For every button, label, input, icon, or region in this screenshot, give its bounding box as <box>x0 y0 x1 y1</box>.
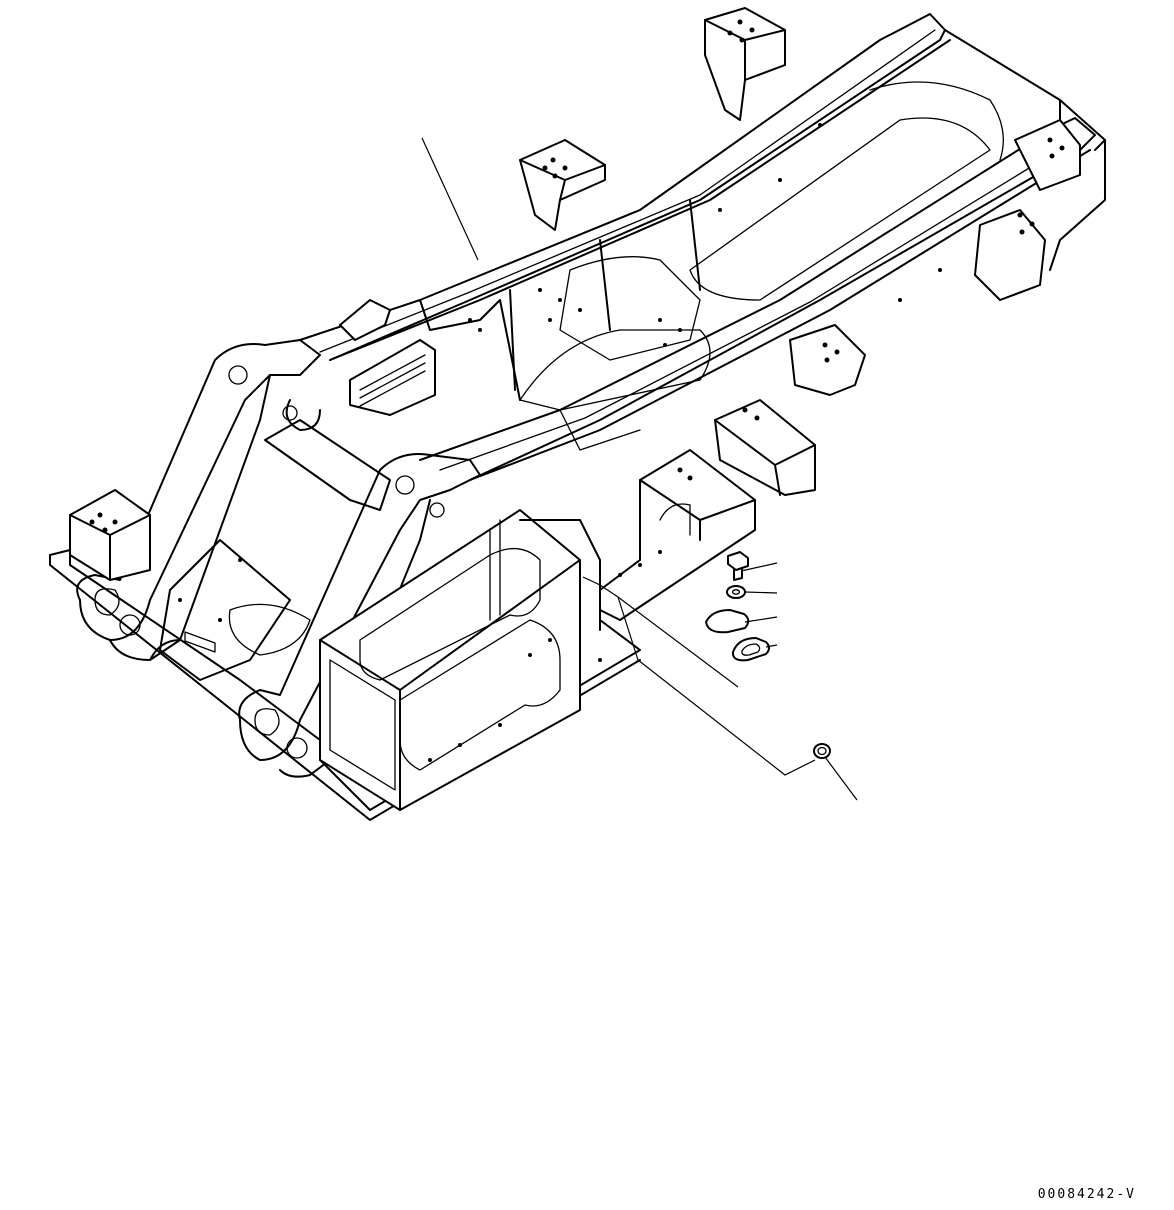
install-reference-line <box>582 576 739 688</box>
document-number: 00084242-V <box>1037 1187 1136 1202</box>
plug-reference-line <box>617 596 816 776</box>
hardware-parts <box>705 551 831 759</box>
washer-icon <box>726 585 746 599</box>
callout-leaders <box>421 137 858 801</box>
cover-plate-icon <box>705 609 750 634</box>
bolt-leader-line <box>740 562 778 572</box>
washer-leader-line <box>744 591 778 594</box>
gasket-leader-line <box>765 644 778 648</box>
frame-leader-line <box>421 137 479 261</box>
right-side-brackets <box>599 119 1081 621</box>
plug-icon <box>813 743 831 759</box>
plug-leader-line <box>824 756 858 801</box>
bolt-icon <box>727 551 749 581</box>
cover-leader-line <box>744 616 778 623</box>
front-box-frame <box>319 509 601 811</box>
rivet-holes <box>89 19 1065 762</box>
mounting-pads <box>69 7 786 581</box>
gasket-icon <box>731 637 770 662</box>
